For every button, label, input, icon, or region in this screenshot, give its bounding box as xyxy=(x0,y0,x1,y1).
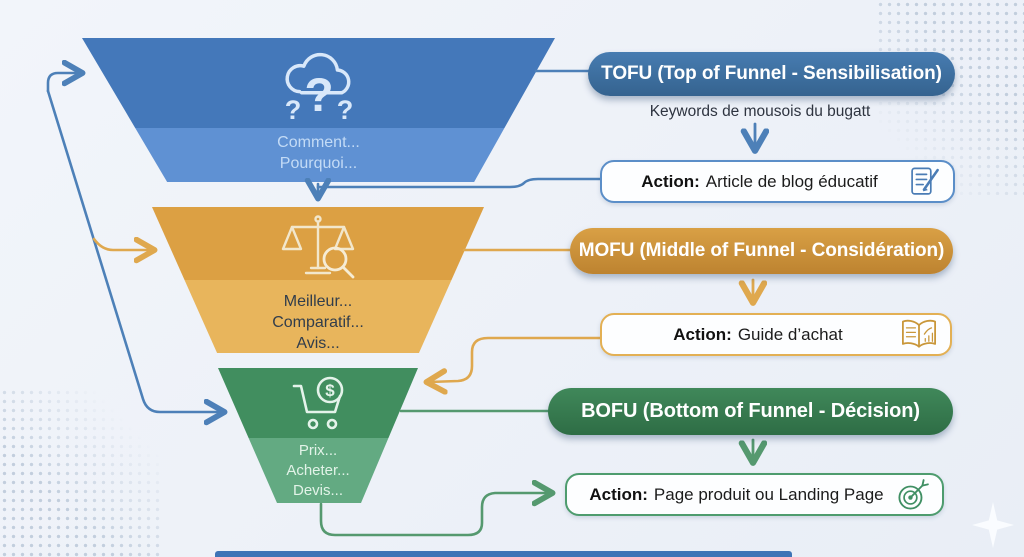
funnel-keyword-line: Comment... xyxy=(277,134,360,151)
dollar-glyph: $ xyxy=(325,381,335,400)
funnel-keyword-line: Avis... xyxy=(296,335,340,352)
cart-dollar-icon: $ xyxy=(292,376,344,430)
action-box-mofu: Action: Guide d’achat xyxy=(600,313,952,356)
mofu-pill: MOFU (Middle of Funnel - Considération) xyxy=(570,228,953,274)
target-dart-icon xyxy=(898,478,929,510)
action1-connector xyxy=(316,177,602,189)
action-prefix: Action: xyxy=(589,484,648,504)
funnel-keywords-mofu: Meilleur... Comparatif... Avis... xyxy=(152,291,484,353)
funnel-keyword-line: Prix... xyxy=(298,442,338,459)
question-mark-glyph: ? xyxy=(336,94,353,122)
tofu-pill: TOFU (Top of Funnel - Sensibilisation) xyxy=(588,52,955,96)
funnel-keyword-line: Pourquoi... xyxy=(279,155,358,172)
bofu-pill: BOFU (Bottom of Funnel - Décision) xyxy=(548,388,953,435)
action-prefix: Action: xyxy=(673,324,732,344)
memo-pencil-icon xyxy=(911,167,939,195)
mofu-pill-label: MOFU (Middle of Funnel - Considération) xyxy=(578,240,945,261)
funnel-stage-mofu: Meilleur... Comparatif... Avis... xyxy=(152,207,484,353)
action-box-tofu: Action: Article de blog éducatif xyxy=(600,160,955,203)
funnel-stage-tofu: ? ? ? Comment... Pourquoi... xyxy=(82,38,555,182)
keywords-note: Keywords de mousois du bugatt xyxy=(649,103,871,120)
funnel-keyword-line: Comparatif... xyxy=(272,314,364,331)
dot-pattern-bottom-left xyxy=(0,388,160,557)
action-box-bofu: Action: Page produit ou Landing Page xyxy=(565,473,944,516)
action-label: Article de blog éducatif xyxy=(705,171,878,191)
bofu-to-action3-arrow xyxy=(319,493,550,537)
funnel-keyword-line: Acheter... xyxy=(286,462,350,479)
funnel-keywords-bofu: Prix... Acheter... Devis... xyxy=(218,441,418,501)
funnel-keyword-line: Meilleur... xyxy=(283,293,353,310)
loop-arrow-into-mofu xyxy=(92,239,152,250)
funnel-keywords-tofu: Comment... Pourquoi... xyxy=(82,132,555,174)
question-mark-glyph: ? xyxy=(284,94,301,122)
loop-arrow-into-tofu xyxy=(46,73,80,93)
question-mark-glyph: ? xyxy=(304,69,333,122)
bofu-pill-label: BOFU (Bottom of Funnel - Décision) xyxy=(581,400,920,422)
tofu-pill-label: TOFU (Top of Funnel - Sensibilisation) xyxy=(601,63,942,84)
loop-arrow-into-bofu xyxy=(46,89,222,412)
action-prefix: Action: xyxy=(641,171,700,191)
action-label: Guide d’achat xyxy=(737,324,843,344)
action2-to-bofu-arrow xyxy=(429,336,602,382)
scale-magnifier-icon xyxy=(281,215,355,279)
open-book-icon xyxy=(901,319,936,348)
action-label: Page produit ou Landing Page xyxy=(653,484,884,504)
bottom-accent-bar xyxy=(215,551,792,557)
funnel-keyword-line: Devis... xyxy=(292,482,343,499)
cloud-questions-icon: ? ? ? xyxy=(284,52,353,122)
